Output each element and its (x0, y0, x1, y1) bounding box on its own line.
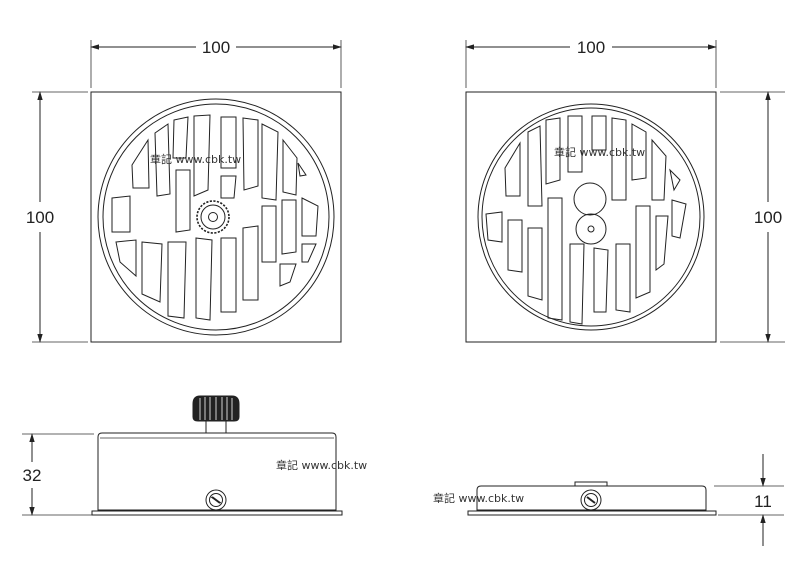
height-dimension-left: 100 (26, 91, 54, 343)
width-dimension-right: 100 (465, 38, 717, 57)
grate-slots-right (485, 115, 687, 325)
watermark-top-right: 章記 www.cbk.tw (554, 145, 645, 159)
height-dimension-side-right: 11 (754, 454, 772, 546)
watermark-side-right: 章記 www.cbk.tw (433, 491, 524, 505)
knob-top-right (573, 182, 607, 245)
top-view-right: 100 100 (465, 38, 785, 343)
height-label-side-right: 11 (754, 492, 772, 511)
side-view-right: 11 章記 www.cbk.tw (433, 454, 784, 546)
side-view-left: 32 章記 www.cbk.tw (22, 395, 367, 516)
knob-top-left (196, 200, 230, 234)
height-label-right: 100 (754, 208, 782, 227)
width-dimension-left: 100 (90, 38, 342, 57)
width-label-right: 100 (577, 38, 605, 57)
square-plate-left (90, 91, 342, 343)
watermark-side-left: 章記 www.cbk.tw (276, 458, 367, 472)
height-label-side-left: 32 (23, 466, 42, 485)
watermark-top-left: 章記 www.cbk.tw (150, 152, 241, 166)
screw-side-left (205, 489, 227, 511)
square-plate-right (465, 91, 717, 343)
screw-side-right (580, 489, 602, 511)
width-label-left: 100 (202, 38, 230, 57)
height-dimension-side-left: 32 (23, 433, 42, 516)
grate-slots-left (111, 114, 319, 321)
height-dimension-right: 100 (754, 91, 782, 343)
top-view-left: 100 100 (26, 38, 342, 343)
height-label-left: 100 (26, 208, 54, 227)
knob-side-left (192, 395, 240, 434)
